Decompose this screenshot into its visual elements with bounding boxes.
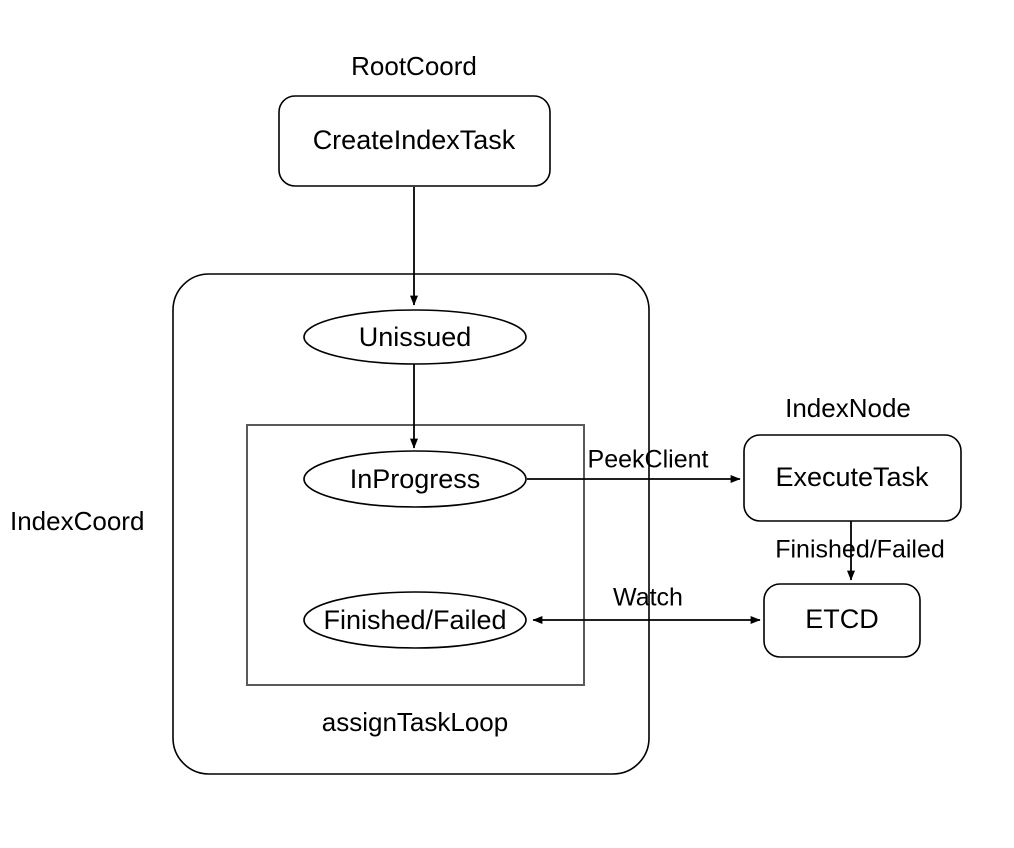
edge-label-peek-client: PeekClient — [588, 446, 709, 474]
node-create-index-task-label: CreateIndexTask — [313, 125, 516, 155]
node-in-progress-label: InProgress — [350, 464, 481, 494]
node-finished-failed-label: Finished/Failed — [323, 605, 506, 635]
node-etcd-label: ETCD — [805, 604, 879, 634]
group-label-assign-task-loop: assignTaskLoop — [322, 707, 508, 737]
group-label-index-node: IndexNode — [785, 393, 911, 423]
node-in-progress[interactable] — [303, 450, 527, 508]
node-create-index-task[interactable] — [278, 95, 551, 187]
group-label-root-coord: RootCoord — [351, 51, 477, 81]
node-unissued[interactable] — [303, 309, 527, 365]
edge-label-finished-failed: Finished/Failed — [775, 536, 945, 564]
node-finished-failed[interactable] — [303, 591, 527, 649]
node-execute-task[interactable] — [743, 434, 962, 522]
group-assign-task-loop-container — [246, 424, 585, 686]
edge-label-watch: Watch — [613, 584, 683, 612]
node-execute-task-label: ExecuteTask — [775, 462, 929, 492]
node-etcd[interactable] — [763, 583, 921, 658]
group-label-index-coord: IndexCoord — [10, 506, 144, 536]
group-index-coord-container — [172, 273, 650, 775]
node-unissued-label: Unissued — [359, 322, 472, 352]
